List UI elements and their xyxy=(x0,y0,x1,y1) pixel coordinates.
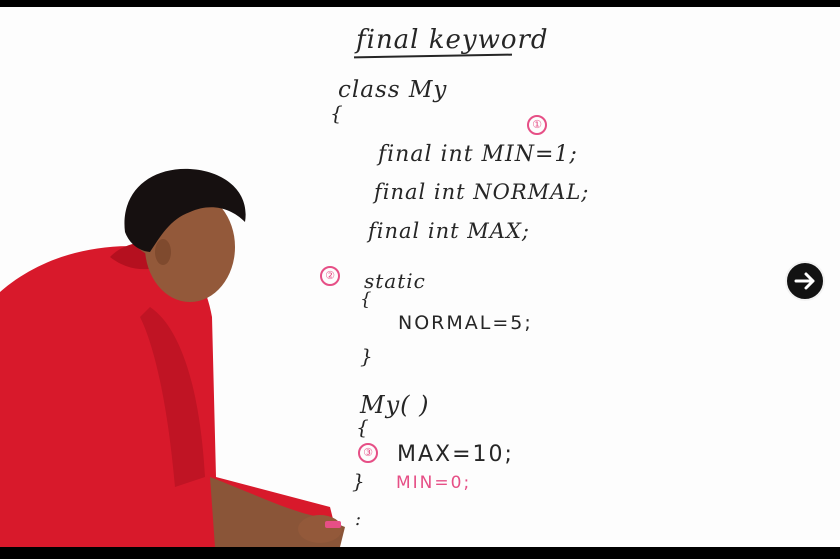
field-max: final int MAX; xyxy=(368,219,530,243)
field-min: final int MIN=1; xyxy=(378,142,578,167)
static-brace-close: } xyxy=(360,344,374,368)
presenter xyxy=(0,168,345,547)
board-title: final keyword xyxy=(356,25,549,55)
marker-2: ② xyxy=(320,266,340,286)
class-brace-open: { xyxy=(330,101,344,125)
ctor-min-assign: MIN=0; xyxy=(396,473,472,493)
static-keyword: static xyxy=(364,269,426,293)
ctor-max-assign: MAX=10; xyxy=(397,442,514,467)
ctor-brace-close: } xyxy=(352,469,366,493)
field-normal: final int NORMAL; xyxy=(374,180,590,204)
static-body: NORMAL=5; xyxy=(398,312,533,334)
class-declaration: class My xyxy=(338,77,448,103)
trailing-colon: : xyxy=(355,509,363,530)
arrow-right-icon xyxy=(794,272,815,290)
marker-3: ③ xyxy=(358,443,378,463)
next-button[interactable] xyxy=(785,261,825,301)
constructor-name: My( ) xyxy=(360,391,430,419)
video-player[interactable]: final keyword class My { ① final int MIN… xyxy=(0,7,840,547)
marker-1: ① xyxy=(527,115,547,135)
ctor-brace-open: { xyxy=(356,415,370,439)
static-brace-open: { xyxy=(360,289,373,310)
